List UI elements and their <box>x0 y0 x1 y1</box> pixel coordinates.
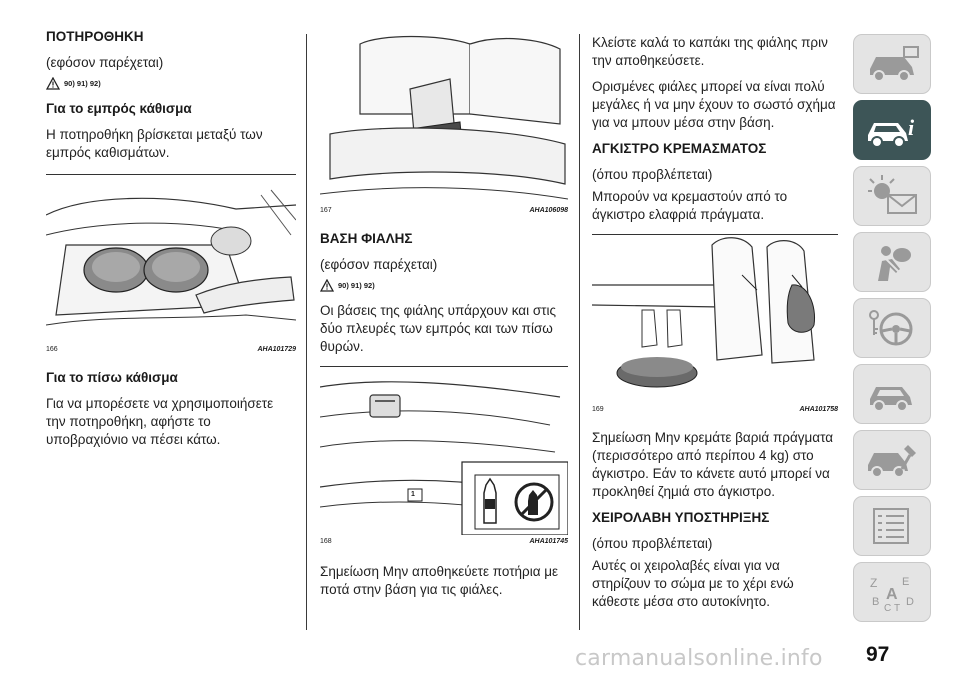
grip-text: Αυτές οι χειρολαβές είναι για να στηρίζο… <box>592 558 794 609</box>
car-tools-icon <box>868 445 916 478</box>
hook-text: Μπορούν να κρεμαστούν από το άγκιστρο ελ… <box>592 189 788 222</box>
front-seat-text: Η ποτηροθήκη βρίσκεται μεταξύ των εμπρός… <box>46 127 263 160</box>
figure-168-number: 168 <box>320 538 332 545</box>
column-3: Κλείστε καλά το καπάκι της φιάλης πριν τ… <box>592 34 838 619</box>
tab-emergency[interactable] <box>853 364 931 424</box>
hook-title: ΑΓΚΙΣΤΡΟ ΚΡΕΜΑΣΜΑΤΟΣ <box>592 141 767 156</box>
figure-168-tag: 1 <box>411 491 415 498</box>
bottle-holder-optional: (εφόσον παρέχεται) <box>320 257 438 272</box>
bottle-warning-refs-text: 90) 91) 92) <box>338 280 375 290</box>
svg-text:E: E <box>902 576 909 588</box>
front-seat-heading: Για το εμπρός κάθισμα <box>46 101 192 116</box>
bottle-warning-refs: 90) 91) 92) <box>320 278 568 292</box>
figure-168-code: AHA101745 <box>529 538 568 545</box>
tab-technical-data[interactable] <box>853 496 931 556</box>
column-1: ΠΟΤΗΡΟΘΗΚΗ (εφόσον παρέχεται) 90) 91) 92… <box>46 28 296 457</box>
bottle-holder-title: ΒΑΣΗ ΦΙΑΛΗΣ <box>320 231 413 246</box>
grip-optional: (όπου προβλέπεται) <box>592 536 713 551</box>
warning-light-message-icon <box>868 175 917 214</box>
svg-text:T: T <box>894 603 900 613</box>
column-divider-2 <box>579 34 580 630</box>
svg-text:Z: Z <box>870 576 877 590</box>
figure-168: 1 168 AHA101745 <box>320 366 568 547</box>
figure-169-caption: 169 AHA101758 <box>592 405 838 415</box>
svg-text:A: A <box>886 586 898 603</box>
car-info-icon: i <box>868 115 915 148</box>
figure-169-code: AHA101758 <box>799 406 838 413</box>
figure-167: 167 AHA106098 <box>320 34 568 216</box>
tab-safety[interactable] <box>853 232 931 292</box>
svg-text:D: D <box>906 596 914 608</box>
cup-holder-optional: (εφόσον παρέχεται) <box>46 55 164 70</box>
car-breakdown-icon <box>870 387 912 412</box>
cup-holder-title: ΠΟΤΗΡΟΘΗΚΗ <box>46 29 144 44</box>
tab-maintenance[interactable] <box>853 430 931 490</box>
seat-hook-illustration <box>592 235 838 403</box>
tab-car-info[interactable]: i <box>853 100 931 160</box>
rear-armrest-illustration <box>320 34 568 204</box>
car-dashboard-icon <box>870 46 919 82</box>
hook-note: Σημείωση Μην κρεμάτε βαριά πράγματα (περ… <box>592 430 834 499</box>
warning-refs-text: 90) 91) 92) <box>64 78 101 88</box>
bottle-holder-text: Οι βάσεις της φιάλης υπάρχουν και στις δ… <box>320 303 557 354</box>
column-2: 167 AHA106098 ΒΑΣΗ ΦΙΑΛΗΣ (εφόσον παρέχε… <box>320 34 568 607</box>
column-divider-1 <box>306 34 307 630</box>
rear-seat-heading: Για το πίσω κάθισμα <box>46 370 178 385</box>
tab-index[interactable]: Z E B A D C T <box>853 562 931 622</box>
figure-167-caption: 167 AHA106098 <box>320 206 568 216</box>
svg-text:B: B <box>872 596 879 608</box>
tab-warning-lights[interactable] <box>853 166 931 226</box>
bottle-size-text: Ορισμένες φιάλες μπορεί να είναι πολύ με… <box>592 79 836 130</box>
figure-166: 166 AHA101729 <box>46 174 296 355</box>
figure-166-code: AHA101729 <box>257 346 296 353</box>
spec-list-icon <box>873 508 909 544</box>
steering-wheel-key-icon <box>869 310 913 346</box>
cup-holder-front-illustration <box>46 175 296 343</box>
grip-title: ΧΕΙΡΟΛΑΒΗ ΥΠΟΣΤΗΡΙΞΗΣ <box>592 510 770 525</box>
warning-refs: 90) 91) 92) <box>46 76 296 90</box>
figure-167-number: 167 <box>320 207 332 214</box>
figure-166-number: 166 <box>46 346 58 353</box>
rear-seat-text: Για να μπορέσετε να χρησιμοποιήσετε την … <box>46 396 274 447</box>
figure-166-caption: 166 AHA101729 <box>46 345 296 355</box>
watermark: carmanualsonline.info <box>575 646 823 671</box>
bottle-cap-text: Κλείστε καλά το καπάκι της φιάλης πριν τ… <box>592 35 828 68</box>
alphabetical-index-icon: Z E B A D C T <box>870 576 914 613</box>
svg-text:i: i <box>908 115 915 140</box>
airbag-person-icon <box>873 246 911 281</box>
figure-169: 169 AHA101758 <box>592 234 838 415</box>
figure-169-number: 169 <box>592 406 604 413</box>
door-bottle-holder-illustration <box>320 367 568 535</box>
chapter-tabs: i <box>853 34 931 628</box>
page-number: 97 <box>866 643 890 666</box>
svg-text:C: C <box>884 603 891 613</box>
hook-optional: (όπου προβλέπεται) <box>592 167 713 182</box>
warning-triangle-icon <box>320 278 334 292</box>
bottle-holder-note: Σημείωση Μην αποθηκεύετε ποτήρια με ποτά… <box>320 564 559 597</box>
figure-167-code: AHA106098 <box>529 207 568 214</box>
tab-dashboard[interactable] <box>853 34 931 94</box>
tab-starting-driving[interactable] <box>853 298 931 358</box>
figure-168-caption: 168 AHA101745 <box>320 537 568 547</box>
warning-triangle-icon <box>46 76 60 90</box>
